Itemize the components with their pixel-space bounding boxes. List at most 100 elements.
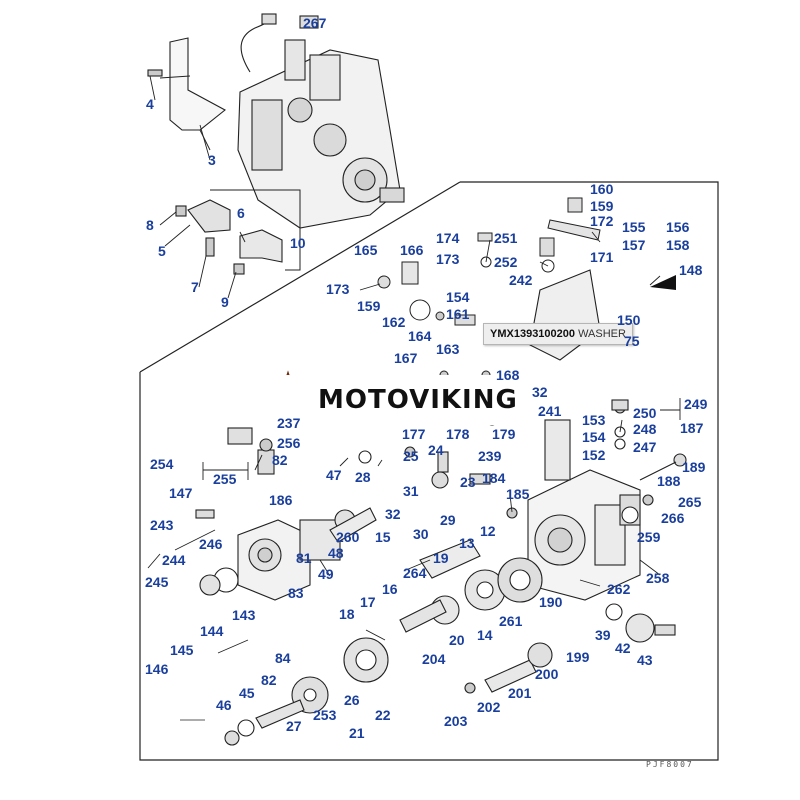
part-label[interactable]: 253 <box>313 707 337 723</box>
part-label[interactable]: 31 <box>403 483 419 499</box>
part-label[interactable]: 261 <box>499 613 523 629</box>
part-label[interactable]: 14 <box>477 627 493 643</box>
part-label[interactable]: 154 <box>446 289 470 305</box>
part-label[interactable]: 259 <box>637 529 661 545</box>
part-label[interactable]: 159 <box>357 298 381 314</box>
part-label[interactable]: 30 <box>413 526 429 542</box>
part-label[interactable]: 47 <box>326 467 342 483</box>
part-label[interactable]: 156 <box>666 219 690 235</box>
part-label[interactable]: 4 <box>146 96 154 112</box>
part-label[interactable]: 254 <box>150 456 174 472</box>
part-label[interactable]: 83 <box>288 585 304 601</box>
part-label[interactable]: 250 <box>633 405 657 421</box>
part-label[interactable]: 248 <box>633 421 657 437</box>
part-label[interactable]: 185 <box>506 486 530 502</box>
part-label[interactable]: 82 <box>261 672 277 688</box>
part-label[interactable]: 39 <box>595 627 611 643</box>
part-label[interactable]: 17 <box>360 594 376 610</box>
part-label[interactable]: 143 <box>232 607 256 623</box>
part-label[interactable]: 201 <box>508 685 532 701</box>
part-label[interactable]: 244 <box>162 552 186 568</box>
part-label[interactable]: 237 <box>277 415 301 431</box>
part-label[interactable]: 155 <box>622 219 646 235</box>
part-label[interactable]: 32 <box>385 506 401 522</box>
part-label[interactable]: 154 <box>582 429 606 445</box>
part-label[interactable]: 157 <box>622 237 646 253</box>
part-label[interactable]: 75 <box>624 333 640 349</box>
part-label[interactable]: 168 <box>496 367 520 383</box>
part-label[interactable]: 177 <box>402 426 426 442</box>
part-label[interactable]: 148 <box>679 262 703 278</box>
part-label[interactable]: 28 <box>355 469 371 485</box>
part-label[interactable]: 173 <box>436 251 460 267</box>
part-label[interactable]: 265 <box>678 494 702 510</box>
part-label[interactable]: 204 <box>422 651 446 667</box>
part-label[interactable]: 9 <box>221 294 229 310</box>
part-label[interactable]: 174 <box>436 230 460 246</box>
part-label[interactable]: 45 <box>239 685 255 701</box>
part-label[interactable]: 258 <box>646 570 670 586</box>
part-label[interactable]: 3 <box>208 152 216 168</box>
part-label[interactable]: 10 <box>290 235 306 251</box>
part-label[interactable]: 189 <box>682 459 706 475</box>
part-label[interactable]: 15 <box>375 529 391 545</box>
part-label[interactable]: 16 <box>382 581 398 597</box>
part-label[interactable]: 242 <box>509 272 533 288</box>
part-label[interactable]: 164 <box>408 328 432 344</box>
part-label[interactable]: 159 <box>590 198 614 214</box>
part-label[interactable]: 266 <box>661 510 685 526</box>
part-label[interactable]: 26 <box>344 692 360 708</box>
part-label[interactable]: 252 <box>494 254 518 270</box>
part-label[interactable]: 239 <box>478 448 502 464</box>
part-label[interactable]: 48 <box>328 545 344 561</box>
part-label[interactable]: 251 <box>494 230 518 246</box>
part-label[interactable]: 49 <box>318 566 334 582</box>
part-label[interactable]: 247 <box>633 439 657 455</box>
part-label[interactable]: 179 <box>492 426 516 442</box>
part-label[interactable]: 23 <box>460 474 476 490</box>
part-label[interactable]: 7 <box>191 279 199 295</box>
part-label[interactable]: 241 <box>538 403 562 419</box>
part-label[interactable]: 262 <box>607 581 631 597</box>
part-label[interactable]: 25 <box>403 448 419 464</box>
part-label[interactable]: 82 <box>272 452 288 468</box>
part-label[interactable]: 246 <box>199 536 223 552</box>
part-label[interactable]: 160 <box>590 181 614 197</box>
part-label[interactable]: 8 <box>146 217 154 233</box>
part-label[interactable]: 172 <box>590 213 614 229</box>
part-label[interactable]: 165 <box>354 242 378 258</box>
part-label[interactable]: 147 <box>169 485 193 501</box>
part-label[interactable]: 150 <box>617 312 641 328</box>
part-label[interactable]: 6 <box>237 205 245 221</box>
part-label[interactable]: 146 <box>145 661 169 677</box>
part-label[interactable]: 24 <box>428 442 444 458</box>
part-label[interactable]: 43 <box>637 652 653 668</box>
part-label[interactable]: 245 <box>145 574 169 590</box>
part-label[interactable]: 190 <box>539 594 563 610</box>
part-label[interactable]: 243 <box>150 517 174 533</box>
part-label[interactable]: 152 <box>582 447 606 463</box>
part-label[interactable]: 153 <box>582 412 606 428</box>
part-label[interactable]: 32 <box>532 384 548 400</box>
part-label[interactable]: 249 <box>684 396 708 412</box>
part-label[interactable]: 203 <box>444 713 468 729</box>
part-label[interactable]: 188 <box>657 473 681 489</box>
part-label[interactable]: 18 <box>339 606 355 622</box>
part-label[interactable]: 186 <box>269 492 293 508</box>
part-label[interactable]: 167 <box>394 350 418 366</box>
part-label[interactable]: 187 <box>680 420 704 436</box>
part-label[interactable]: 163 <box>436 341 460 357</box>
part-label[interactable]: 21 <box>349 725 365 741</box>
part-label[interactable]: 162 <box>382 314 406 330</box>
part-label[interactable]: 42 <box>615 640 631 656</box>
part-label[interactable]: 29 <box>440 512 456 528</box>
part-label[interactable]: 12 <box>480 523 496 539</box>
part-label[interactable]: 5 <box>158 243 166 259</box>
part-label[interactable]: 166 <box>400 242 424 258</box>
part-label[interactable]: 200 <box>535 666 559 682</box>
part-label[interactable]: 178 <box>446 426 470 442</box>
part-label[interactable]: 255 <box>213 471 237 487</box>
part-label[interactable]: 144 <box>200 623 224 639</box>
part-label[interactable]: 184 <box>482 470 506 486</box>
part-label[interactable]: 84 <box>275 650 291 666</box>
